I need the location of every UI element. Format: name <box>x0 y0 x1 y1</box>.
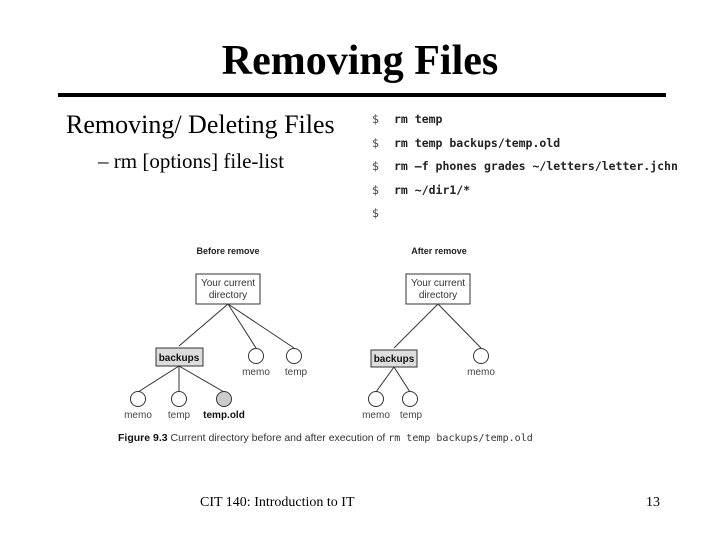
before-backups-temp-node <box>171 391 187 407</box>
before-memo-node <box>248 348 264 364</box>
page-number: 13 <box>646 495 660 510</box>
before-backups-tempold-label: temp.old <box>203 410 245 421</box>
before-root-label-line1: Your current <box>201 278 255 289</box>
after-tree-title: After remove <box>411 246 467 256</box>
before-edge <box>178 303 229 347</box>
shell-prompt: $ <box>372 206 379 220</box>
footer-course: CIT 140: Introduction to IT <box>200 495 355 510</box>
shell-prompt: $ <box>372 159 379 173</box>
after-backups-temp-node <box>402 391 418 407</box>
slide-title: Removing Files <box>221 38 499 84</box>
command-line: $ <box>372 202 678 226</box>
shell-prompt: $ <box>372 112 379 126</box>
before-backups-memo-label: memo <box>124 410 152 421</box>
after-memo-label: memo <box>467 367 495 378</box>
after-edge <box>375 366 395 393</box>
after-root-label-line2: directory <box>419 290 457 301</box>
after-memo-node <box>473 348 489 364</box>
terminal-commands: $ rm temp $ rm temp backups/temp.old $ rm –… <box>372 108 678 226</box>
command-line: $ rm –f phones grades ~/letters/letter.jc… <box>372 155 678 179</box>
title-divider <box>58 93 666 97</box>
before-backups-temp-label: temp <box>168 410 191 421</box>
figure-caption-label: Figure 9.3 <box>118 432 168 444</box>
command-text: rm –f phones grades ~/letters/letter.jch… <box>394 159 678 173</box>
after-backups-memo-label: memo <box>362 410 390 421</box>
command-line: $ rm ~/dir1/* <box>372 179 678 203</box>
before-backups-memo-node <box>130 391 146 407</box>
before-current-directory-box <box>195 273 261 305</box>
shell-prompt: $ <box>372 135 379 150</box>
command-line: $ rm temp backups/temp.old <box>372 132 678 156</box>
command-line: $ rm temp <box>372 108 678 132</box>
after-backups-temp-label: temp <box>400 410 423 421</box>
after-backups-memo-node <box>368 391 384 407</box>
before-backups-label: backups <box>159 353 200 364</box>
shell-prompt: $ <box>372 182 379 197</box>
before-edge <box>227 303 295 349</box>
bullet-level2: – rm [options] file-list <box>98 149 285 173</box>
figure-caption: Figure 9.3 Current directory before and … <box>118 432 533 444</box>
before-temp-label: temp <box>285 367 308 378</box>
before-root-label-line2: directory <box>209 290 247 301</box>
before-backups-tempold-node <box>216 391 232 407</box>
figure-caption-code: rm temp backups/temp.old <box>388 433 533 444</box>
figure-caption-text: Current directory before and after execu… <box>170 432 386 444</box>
before-tree-title: Before remove <box>196 246 259 256</box>
after-root-label-line1: Your current <box>411 278 465 289</box>
before-edge <box>227 303 257 349</box>
command-text: rm temp backups/temp.old <box>394 135 561 150</box>
before-memo-label: memo <box>242 367 270 378</box>
command-text: rm ~/dir1/* <box>394 182 471 197</box>
before-temp-node <box>286 348 302 364</box>
after-edge <box>393 303 439 349</box>
after-edge <box>393 366 411 393</box>
directory-tree-diagram: Before remove Your current directory bac… <box>124 246 495 421</box>
before-edge <box>178 365 225 393</box>
after-edge <box>437 303 482 349</box>
command-text: rm temp <box>394 112 443 126</box>
after-backups-label: backups <box>374 354 415 365</box>
directory-tree-figure: Before remove Your current directory bac… <box>115 236 615 456</box>
bullet-level1: Removing/ Deleting Files <box>66 110 335 139</box>
before-edge <box>137 365 180 393</box>
